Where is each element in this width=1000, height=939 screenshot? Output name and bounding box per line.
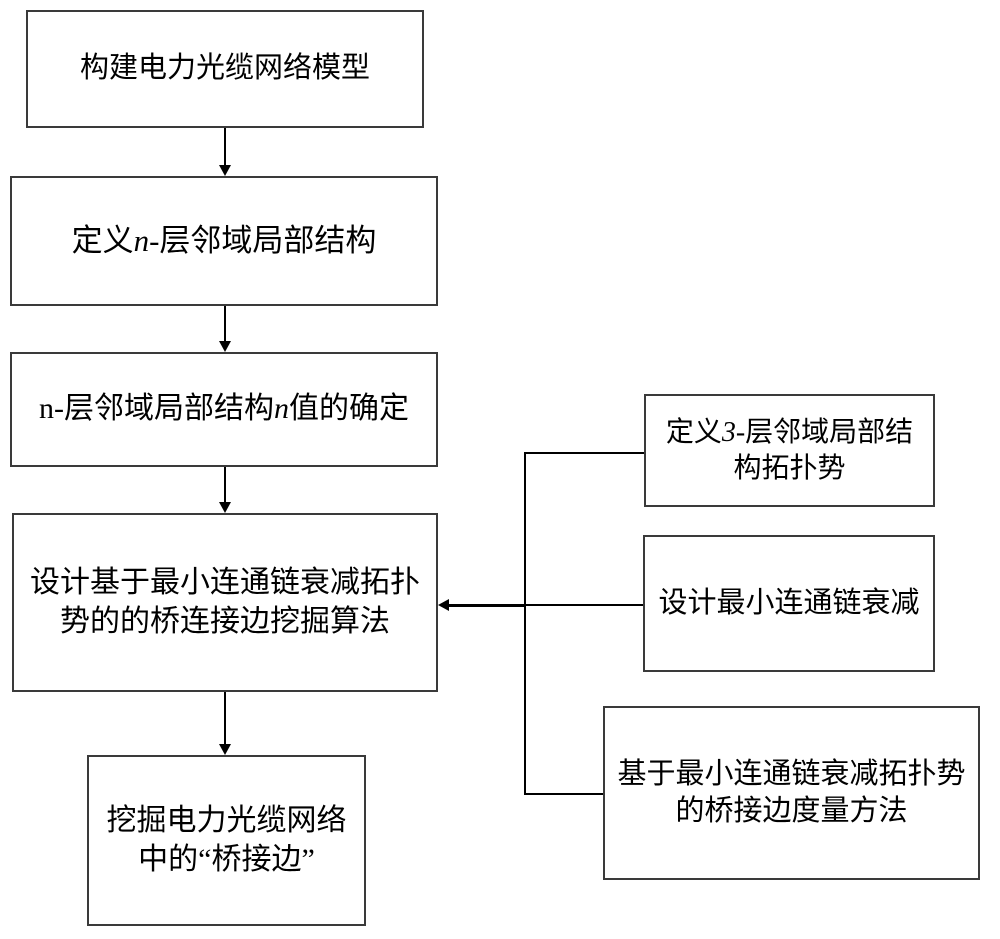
label-part-italic: n	[133, 223, 150, 259]
node-build-model[interactable]: 构建电力光缆网络模型	[26, 10, 424, 128]
label-part-italic: 3	[721, 416, 736, 448]
arrowhead-determine-to-algorithm	[219, 502, 231, 513]
node-determine-n-value-label: n-层邻域局部结构n值的确定	[18, 390, 430, 428]
arrowhead-build-to-define	[219, 165, 231, 176]
node-bridge-edge-measure-method-label: 基于最小连通链衰减拓扑势的桥接边度量方法	[617, 757, 966, 827]
label-part-pre: 定义	[71, 223, 134, 259]
node-define-n-layer[interactable]: 定义n-层邻域局部结构	[10, 176, 438, 306]
connector-determine-to-algorithm	[224, 467, 226, 502]
node-design-algorithm[interactable]: 设计基于最小连通链衰减拓扑势的的桥连接边挖掘算法	[12, 513, 438, 692]
node-bridge-edge-measure-method[interactable]: 基于最小连通链衰减拓扑势的桥接边度量方法	[603, 706, 980, 880]
label-part-italic: n	[274, 392, 289, 426]
arrowhead-define-to-determine	[219, 341, 231, 352]
node-build-model-label: 构建电力光缆网络模型	[79, 52, 370, 85]
node-define-3-layer-potential-label: 定义3-层邻域局部结构拓扑势	[652, 415, 927, 487]
label-part-post: 值的确定	[289, 392, 409, 426]
connector-support-bus-to-algorithm	[449, 604, 525, 607]
node-mine-bridge-edges[interactable]: 挖掘电力光缆网络中的“桥接边”	[87, 755, 366, 926]
node-design-algorithm-label: 设计基于最小连通链衰减拓扑势的的桥连接边挖掘算法	[30, 566, 420, 638]
node-determine-n-value[interactable]: n-层邻域局部结构n值的确定	[10, 352, 438, 467]
node-design-min-chain-decay[interactable]: 设计最小连通链衰减	[643, 535, 935, 672]
connector-build-to-define	[224, 128, 226, 166]
connector-support-bus-trunk	[524, 452, 526, 795]
node-define-n-layer-label: 定义n-层邻域局部结构	[18, 221, 430, 261]
label-part-post: -层邻域局部结构	[149, 223, 377, 259]
connector-branch-3-layer	[524, 452, 644, 454]
connector-algorithm-to-mine	[224, 692, 226, 744]
connector-branch-min-chain-decay	[524, 604, 643, 606]
label-part-pre: 定义	[665, 416, 722, 448]
connector-branch-measure-method	[524, 793, 603, 795]
arrowhead-algorithm-to-mine	[219, 744, 231, 755]
arrowhead-support-bus-to-algorithm	[438, 599, 449, 611]
node-define-3-layer-potential[interactable]: 定义3-层邻域局部结构拓扑势	[644, 394, 935, 507]
node-design-min-chain-decay-label: 设计最小连通链衰减	[658, 586, 920, 619]
label-part-post: -层邻域局部结构拓扑势	[733, 416, 914, 484]
label-part-pre: n-层邻域局部结构	[39, 392, 274, 426]
connector-define-to-determine	[224, 306, 226, 341]
node-mine-bridge-edges-label: 挖掘电力光缆网络中的“桥接边”	[106, 804, 347, 876]
